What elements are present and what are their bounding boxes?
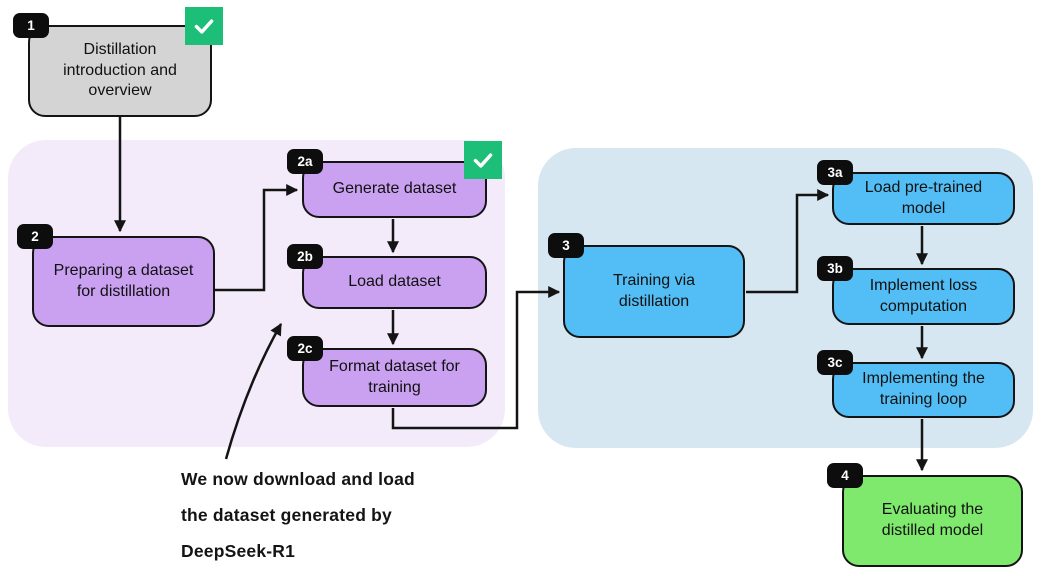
- node-distillation-introduction: 1 Distillation introduction and overview: [13, 13, 212, 117]
- arrow-2c-to-3: [391, 286, 561, 430]
- step-badge-4: 4: [827, 463, 863, 488]
- annotation-line: We now download and load: [181, 469, 415, 489]
- node-label: Distillation introduction and overview: [63, 40, 177, 100]
- step-badge-1: 1: [13, 13, 49, 38]
- node-label: Evaluating the distilled model: [881, 501, 984, 539]
- step-badge-2a: 2a: [287, 149, 323, 174]
- node-generate-dataset: 2a Generate dataset: [287, 149, 487, 218]
- step-badge-2: 2: [17, 224, 53, 249]
- annotation-line: the dataset generated by: [181, 505, 392, 525]
- node-label: Implementing the training loop: [862, 370, 985, 408]
- node-label: Load dataset: [348, 273, 441, 291]
- step-badge-3: 3: [548, 233, 584, 258]
- step-badge-3a: 3a: [817, 160, 853, 185]
- node-label: Format dataset for training: [329, 357, 460, 396]
- node-label: Load pre-trained model: [864, 178, 983, 217]
- node-format-dataset: 2c Format dataset for training: [287, 336, 487, 407]
- node-training-loop: 3c Implementing the training loop: [817, 350, 1015, 418]
- node-load-dataset: 2b Load dataset: [287, 244, 487, 309]
- node-label: Preparing a dataset for distillation: [53, 261, 194, 300]
- arrow-2-to-2a: [215, 184, 299, 292]
- step-badge-3b: 3b: [817, 256, 853, 281]
- annotation-arrow: [224, 322, 283, 460]
- node-load-pretrained-model: 3a Load pre-trained model: [817, 160, 1015, 225]
- node-label: Generate dataset: [332, 180, 457, 198]
- node-preparing-dataset: 2 Preparing a dataset for distillation: [17, 224, 215, 327]
- step-badge-2b: 2b: [287, 244, 323, 269]
- step-badge-3c: 3c: [817, 350, 853, 375]
- annotation-line: DeepSeek-R1: [181, 541, 296, 561]
- node-training-via-distillation: 3 Training via distillation: [548, 233, 745, 338]
- completed-checkmark-icon: [464, 141, 502, 179]
- node-implement-loss: 3b Implement loss computation: [817, 256, 1015, 325]
- node-label: Training via distillation: [612, 271, 696, 310]
- checkmark-icon: [473, 153, 493, 168]
- node-evaluating-model: 4 Evaluating the distilled model: [827, 463, 1023, 567]
- arrow-3-to-3a: [746, 189, 830, 294]
- completed-checkmark-icon: [185, 7, 223, 45]
- checkmark-icon: [194, 19, 214, 34]
- node-label: Implement loss computation: [869, 276, 978, 315]
- step-badge-2c: 2c: [287, 336, 323, 361]
- annotation-note: We now download and load the dataset gen…: [181, 461, 415, 569]
